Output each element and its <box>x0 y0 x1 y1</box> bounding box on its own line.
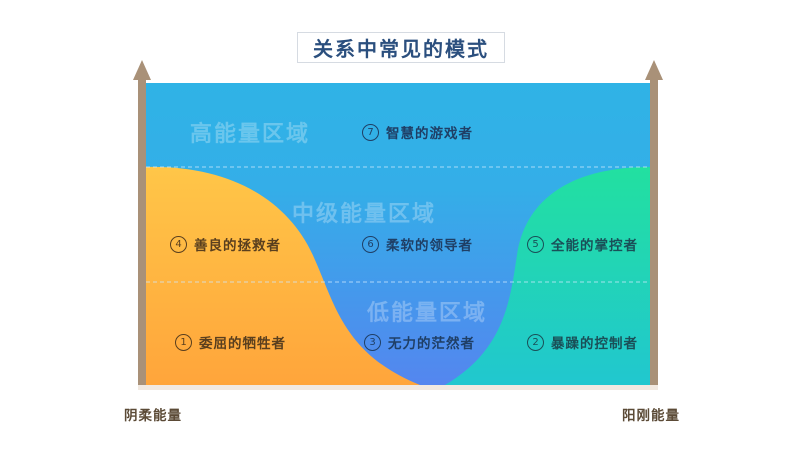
yin-energy-region <box>146 166 420 385</box>
left-arrow-head <box>133 60 151 80</box>
number-badge-7: 7 <box>362 123 379 141</box>
number-badge-6: 6 <box>362 235 379 253</box>
role-label: 全能的掌控者 <box>551 238 638 254</box>
role-label: 暴躁的控制者 <box>551 336 638 352</box>
number-badge-2: 2 <box>527 333 544 351</box>
page-title: 关系中常见的模式 <box>313 37 489 61</box>
zone-label-low: 低能量区域 <box>367 301 488 326</box>
number-badge-5: 5 <box>527 235 544 253</box>
base-strip <box>138 385 658 390</box>
right-arrow-head <box>645 60 663 80</box>
number-badge-1: 1 <box>175 333 192 351</box>
role-2-irritable-controller: 2 暴躁的控制者 <box>527 332 638 352</box>
number-badge-4: 4 <box>170 235 187 253</box>
role-label: 无力的茫然者 <box>388 336 475 352</box>
left-axis-bar <box>138 76 146 385</box>
zone-label-mid: 中级能量区域 <box>292 202 437 227</box>
axis-label-yang: 阳刚能量 <box>622 408 680 424</box>
title-box: 关系中常见的模式 <box>297 32 505 63</box>
left-arrow-up-icon <box>133 60 151 80</box>
role-7-wise-player: 7 智慧的游戏者 <box>362 122 473 142</box>
right-axis-bar <box>650 76 658 385</box>
role-label: 柔软的领导者 <box>386 238 473 254</box>
role-1-aggrieved-victim: 1 委屈的牺牲者 <box>175 332 286 352</box>
yang-energy-region <box>445 167 650 385</box>
number-badge-3: 3 <box>364 333 381 351</box>
role-6-soft-leader: 6 柔软的领导者 <box>362 234 473 254</box>
right-arrow-up-icon <box>645 60 663 80</box>
role-label: 善良的拯救者 <box>194 238 281 254</box>
zone-label-high: 高能量区域 <box>190 122 311 147</box>
axis-label-yin: 阴柔能量 <box>124 408 182 424</box>
role-3-powerless-lost: 3 无力的茫然者 <box>364 332 475 352</box>
role-label: 智慧的游戏者 <box>386 126 473 142</box>
role-5-omnipotent-controller: 5 全能的掌控者 <box>527 234 638 254</box>
role-label: 委屈的牺牲者 <box>199 336 286 352</box>
role-4-kind-rescuer: 4 善良的拯救者 <box>170 234 281 254</box>
